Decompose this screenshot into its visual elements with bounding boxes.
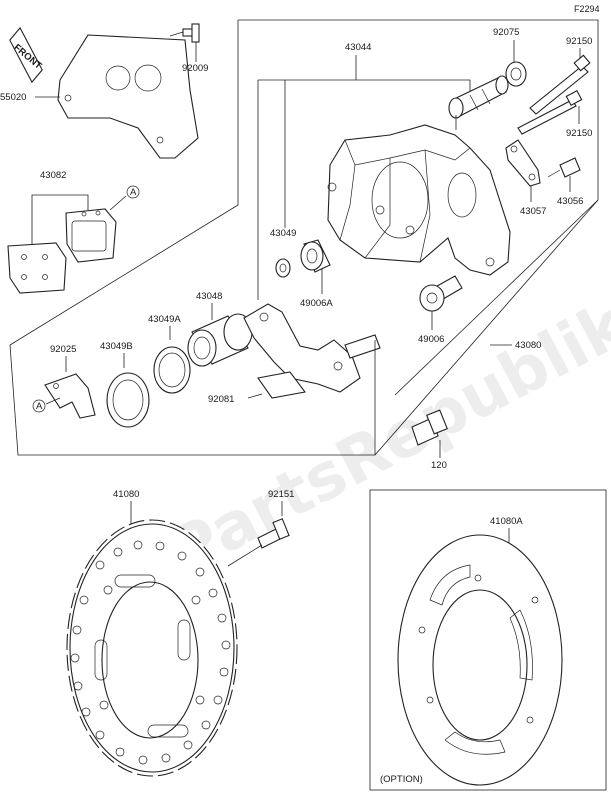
label-41080: 41080 — [113, 489, 139, 500]
label-92151: 92151 — [268, 489, 294, 500]
brake-pad-front-part — [65, 208, 117, 263]
pad-spring-43057-part — [505, 139, 541, 187]
boot-92075-part — [505, 61, 527, 87]
label-41080A: 41080A — [490, 516, 523, 527]
caliper-bracket-part — [57, 34, 199, 159]
label-92081: 92081 — [208, 394, 234, 405]
label-92150-upper: 92150 — [566, 36, 592, 47]
assembly-outline — [9, 19, 599, 456]
bolt-120-part — [411, 409, 448, 446]
brake-caliper-part — [327, 124, 511, 276]
label-92075: 92075 — [493, 27, 519, 38]
boot-49006A-part — [300, 239, 331, 273]
label-43049B: 43049B — [100, 341, 133, 352]
brake-pad-rear-part — [7, 242, 67, 294]
label-43049: 43049 — [270, 228, 296, 239]
figure-id: F2294 — [574, 4, 600, 14]
piston-43048-part — [187, 313, 253, 367]
label-43044: 43044 — [345, 42, 371, 53]
seal-43049A-part — [153, 346, 191, 394]
brake-disc-41080-part — [66, 519, 238, 777]
reference-a-upper: A — [130, 187, 137, 198]
label-43080: 43080 — [515, 340, 541, 351]
label-92009: 92009 — [182, 63, 208, 74]
caliper-holder-part — [243, 303, 381, 393]
front-badge: FRONT — [9, 26, 44, 84]
label-43057: 43057 — [520, 206, 546, 217]
reference-a-lower: A — [36, 401, 43, 412]
seal-43049B-part — [106, 372, 150, 428]
label-43056: 43056 — [557, 196, 583, 207]
pin-92150-lower-part — [517, 90, 583, 135]
pad-plate-92081-part — [257, 371, 306, 399]
label-92150-lower: 92150 — [566, 128, 592, 139]
label-43082: 43082 — [40, 170, 66, 181]
pin-92150-upper-part — [529, 54, 591, 115]
bolt-92151-part — [257, 518, 290, 549]
option-label: (OPTION) — [380, 774, 423, 785]
pad-clip-92025-part — [44, 373, 96, 419]
slide-pin-part — [448, 75, 509, 119]
slide-pin-49006-part — [419, 275, 463, 312]
label-43048: 43048 — [196, 291, 222, 302]
label-43049A: 43049A — [148, 314, 181, 325]
bolt-92009-part — [169, 23, 200, 43]
label-49006A: 49006A — [300, 298, 333, 309]
brake-disc-41080A-part — [397, 534, 563, 786]
option-box — [369, 489, 607, 791]
label-120: 120 — [431, 460, 447, 471]
bleeder-valve-43056-part — [547, 157, 581, 178]
seal-43049-part — [275, 258, 291, 278]
label-92025: 92025 — [50, 344, 76, 355]
label-55020: 55020 — [0, 92, 26, 103]
label-49006: 49006 — [418, 334, 444, 345]
